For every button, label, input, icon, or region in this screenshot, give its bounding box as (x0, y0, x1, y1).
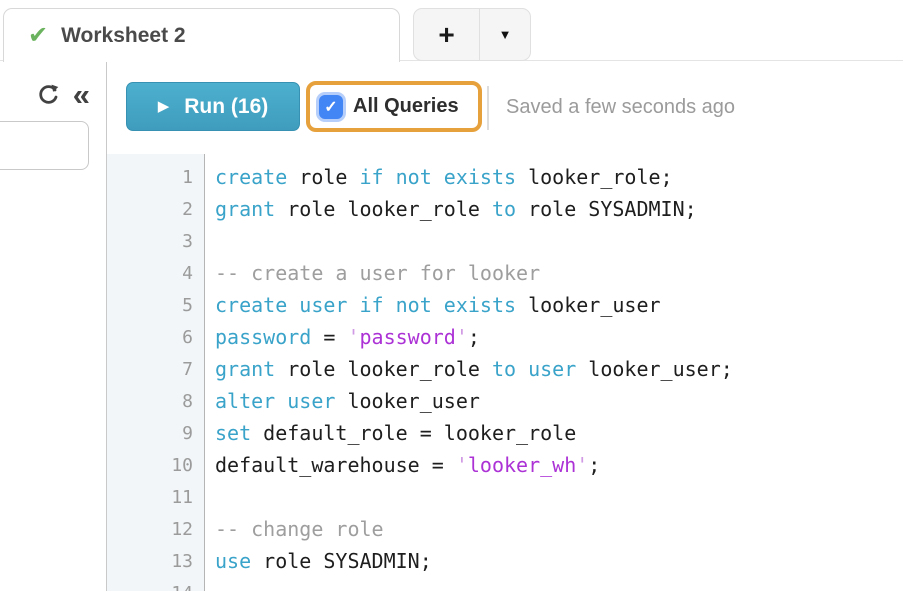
code-token: grant (215, 357, 276, 381)
code-line[interactable]: 9 set default_role = looker_role (107, 417, 903, 449)
code-line[interactable]: 3 (107, 225, 903, 257)
line-code[interactable]: default_warehouse = 'looker_wh'; (205, 453, 600, 477)
line-number: 13 (171, 550, 193, 572)
line-number: 10 (171, 454, 193, 476)
tab-actions-group: + ▼ (413, 8, 531, 61)
code-line[interactable]: 1 create role if not exists looker_role; (107, 161, 903, 193)
refresh-button[interactable] (37, 83, 60, 107)
plus-icon: + (438, 18, 455, 50)
line-code[interactable]: -- change role (205, 517, 384, 541)
new-tab-button[interactable]: + (414, 9, 480, 60)
worksheet-tab[interactable]: ✔ Worksheet 2 (3, 8, 400, 62)
code-token: looker_user; (576, 357, 733, 381)
code-token: use (215, 549, 252, 573)
line-code[interactable]: set default_role = looker_role (205, 421, 576, 445)
line-number: 7 (182, 358, 193, 380)
line-code[interactable]: create user if not exists looker_user (205, 293, 661, 317)
all-queries-label[interactable]: All Queries (353, 95, 459, 117)
line-number: 8 (182, 390, 193, 412)
code-line[interactable]: 7 grant role looker_role to user looker_u… (107, 353, 903, 385)
code-token: default_warehouse = (215, 453, 456, 477)
code-token: create (215, 165, 288, 189)
line-number: 3 (182, 230, 193, 252)
code-token: to (491, 197, 517, 221)
code-token: ' (347, 325, 360, 349)
code-token: if not exists (359, 165, 517, 189)
line-code[interactable]: password = 'password'; (205, 325, 480, 349)
line-code[interactable]: grant role looker_role to role SYSADMIN; (205, 197, 697, 221)
sidebar: « (0, 61, 107, 591)
run-button[interactable]: ▶ Run (16) (126, 82, 300, 131)
check-icon: ✔ (28, 21, 49, 49)
line-code[interactable]: use role SYSADMIN; (205, 549, 432, 573)
code-line[interactable]: 10 default_warehouse = 'looker_wh'; (107, 449, 903, 481)
line-number: 12 (171, 518, 193, 540)
toolbar-divider (487, 86, 489, 130)
code-lines: 1 create role if not exists looker_role; 2… (107, 161, 903, 591)
code-token: role (287, 165, 360, 189)
code-token: = (311, 325, 348, 349)
tab-title: Worksheet 2 (61, 23, 186, 47)
code-line[interactable]: 13 use role SYSADMIN; (107, 545, 903, 577)
line-code[interactable]: create role if not exists looker_role; (205, 165, 673, 189)
code-token: role SYSADMIN; (251, 549, 432, 573)
sql-editor[interactable]: 1 create role if not exists looker_role; 2… (107, 154, 903, 591)
code-line[interactable]: 8 alter user looker_user (107, 385, 903, 417)
collapse-icon: « (72, 77, 90, 112)
sidebar-icons: « (0, 77, 106, 112)
line-number: 1 (182, 166, 193, 188)
line-number: 14 (107, 583, 205, 591)
collapse-sidebar-button[interactable]: « (72, 77, 90, 112)
line-code[interactable]: grant role looker_role to user looker_us… (205, 357, 733, 381)
sidebar-search-box[interactable] (0, 121, 89, 170)
all-queries-checkbox[interactable]: ✓ (319, 94, 343, 119)
line-number: 4 (182, 262, 193, 284)
line-code[interactable]: -- create a user for looker (205, 261, 540, 285)
line-number: 5 (182, 294, 193, 316)
code-token: looker_user (516, 293, 661, 317)
line-number: 2 (182, 198, 193, 220)
code-token: looker_wh (467, 453, 577, 477)
code-token: looker_role; (516, 165, 673, 189)
tab-menu-button[interactable]: ▼ (480, 9, 530, 60)
code-token: ' (455, 325, 468, 349)
code-token: role SYSADMIN; (516, 197, 697, 221)
code-line[interactable]: 12 -- change role (107, 513, 903, 545)
code-line[interactable]: 4 -- create a user for looker (107, 257, 903, 289)
saved-status: Saved a few seconds ago (506, 96, 736, 118)
code-line[interactable]: 5 create user if not exists looker_user (107, 289, 903, 321)
line-code[interactable]: alter user looker_user (205, 389, 480, 413)
code-token: role looker_role (275, 197, 492, 221)
code-token: role looker_role (275, 357, 492, 381)
line-number: 11 (171, 486, 193, 508)
checkbox-check-icon: ✓ (324, 98, 338, 116)
line-number-gutter (107, 154, 205, 591)
code-token: looker_user (335, 389, 480, 413)
code-line[interactable]: 11 (107, 481, 903, 513)
refresh-icon (39, 84, 59, 104)
code-token: ' (576, 453, 589, 477)
code-token: set (215, 421, 252, 445)
code-token: password (215, 325, 312, 349)
code-token: grant (215, 197, 276, 221)
code-token: create user if not exists (215, 293, 517, 317)
caret-down-icon: ▼ (498, 27, 512, 42)
line-number: 6 (182, 326, 193, 348)
code-token: to user (491, 357, 577, 381)
code-token: password (359, 325, 456, 349)
code-token: ; (467, 325, 480, 349)
play-icon: ▶ (157, 98, 170, 115)
code-token: -- create a user for looker (215, 261, 541, 285)
code-line[interactable]: 2 grant role looker_role to role SYSADMIN… (107, 193, 903, 225)
line-number: 9 (182, 422, 193, 444)
code-token: alter user (215, 389, 336, 413)
code-token: -- change role (215, 517, 384, 541)
run-button-label: Run (16) (184, 94, 269, 118)
code-line[interactable]: 14 (107, 577, 903, 591)
code-token: ' (455, 453, 468, 477)
all-queries-highlight: ✓ All Queries (306, 81, 482, 132)
code-token: ; (588, 453, 601, 477)
code-token: default_role = looker_role (251, 421, 577, 445)
